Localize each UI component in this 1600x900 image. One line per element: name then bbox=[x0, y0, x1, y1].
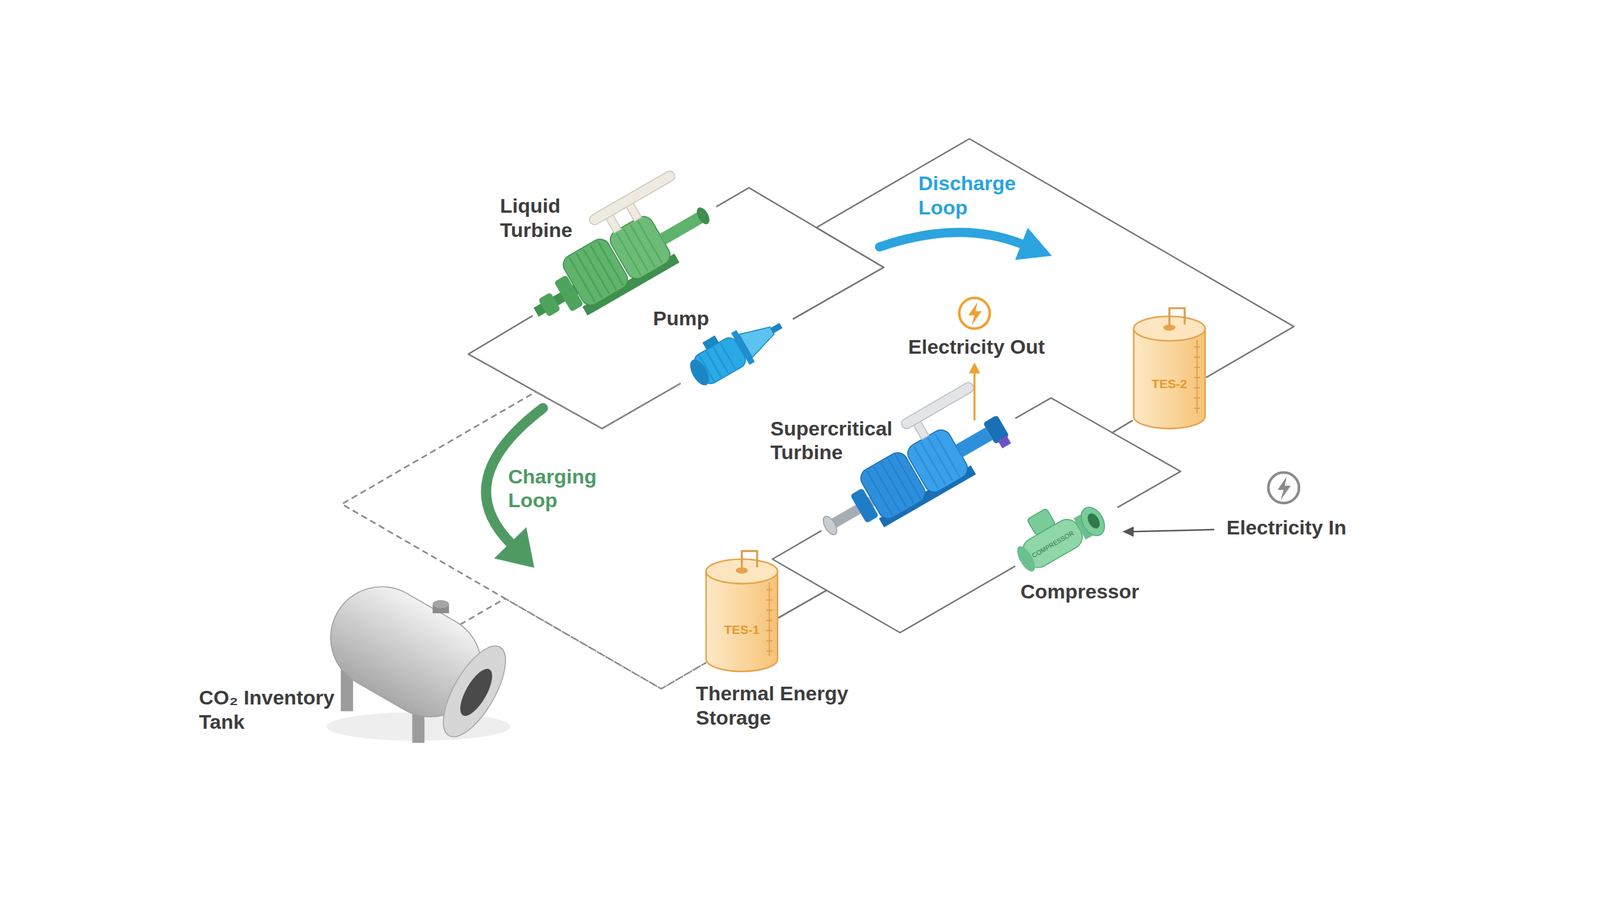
tank-opening bbox=[453, 664, 499, 721]
tank-shell bbox=[311, 568, 518, 747]
text-anchor: Thermal Energy Storage bbox=[695, 681, 857, 731]
supercritical-turbine-node: Supercritical Turbine bbox=[821, 418, 1016, 531]
discharge-arrow-shaft bbox=[879, 232, 1022, 248]
tank-end-face bbox=[431, 637, 518, 747]
liquid-turbine-node: Liquid Turbine bbox=[532, 205, 717, 318]
casing-ribs bbox=[913, 434, 960, 489]
shaft-end bbox=[820, 514, 840, 537]
header-pipe bbox=[899, 381, 976, 431]
fan-inlet bbox=[1085, 511, 1103, 531]
text-anchor: Discharge Loop bbox=[918, 171, 1016, 220]
tank-handle-pipe bbox=[741, 551, 758, 569]
tank-tag: TES-1 bbox=[724, 622, 760, 638]
lightning-bolt bbox=[968, 302, 982, 326]
pipe-connector bbox=[777, 565, 1016, 633]
motor-end bbox=[686, 356, 713, 389]
level-gauge bbox=[1194, 340, 1200, 414]
text-anchor: Compressor bbox=[1020, 579, 1139, 604]
text-anchor: Liquid Turbine bbox=[500, 193, 573, 243]
loop-label: Charging Loop bbox=[508, 464, 597, 514]
tes-tank-node: TES-1Thermal Energy Storage bbox=[706, 549, 779, 668]
co2-tank-node: CO₂ Inventory Tank bbox=[306, 624, 501, 745]
equipment-label: CO₂ Inventory Tank bbox=[199, 685, 361, 735]
text-anchor: Supercritical Turbine bbox=[770, 416, 893, 466]
tank-body bbox=[706, 571, 779, 672]
equipment-label: Supercritical Turbine bbox=[770, 416, 893, 466]
tes-tank-node: TES-2 bbox=[1132, 306, 1206, 421]
tank-tag: TES-2 bbox=[1152, 376, 1188, 392]
pipe-connector bbox=[1015, 398, 1133, 434]
pipe-connector bbox=[1112, 420, 1181, 508]
fan-housing bbox=[1076, 503, 1110, 540]
lightning-icon bbox=[1268, 472, 1299, 504]
connector-group bbox=[341, 138, 1295, 689]
equipment-label: Compressor bbox=[1020, 579, 1139, 604]
lightning-icon bbox=[959, 298, 991, 329]
equipment-label: Pump bbox=[653, 306, 709, 331]
shaft-end bbox=[693, 205, 712, 227]
tank-nozzle-top bbox=[432, 600, 450, 609]
co2-tank-illustration bbox=[311, 568, 518, 747]
equipment-label: Liquid Turbine bbox=[500, 193, 573, 243]
text-anchor: Electricity In bbox=[1226, 515, 1347, 540]
pump-cone bbox=[738, 319, 779, 358]
level-gauge bbox=[766, 582, 773, 656]
shaft bbox=[955, 427, 993, 458]
casing bbox=[904, 426, 972, 496]
pipe-connector bbox=[792, 138, 1294, 378]
text-anchor: Electricity Out bbox=[908, 334, 1046, 360]
loop-label: Discharge Loop bbox=[918, 171, 1016, 220]
discharge-arrow-head bbox=[1015, 227, 1052, 260]
nozzle bbox=[770, 322, 783, 334]
pump-node: Pump bbox=[680, 315, 793, 387]
power-label: Electricity Out bbox=[908, 334, 1046, 360]
coupling-box bbox=[997, 435, 1012, 449]
pipe-connector bbox=[716, 187, 884, 320]
lightning-bolt bbox=[1277, 476, 1291, 501]
coupling bbox=[538, 292, 561, 318]
text-anchor: Charging Loop bbox=[508, 464, 597, 514]
header-pipe bbox=[587, 169, 677, 227]
tank-handle-pipe bbox=[1169, 308, 1185, 326]
text-anchor: TES-2 bbox=[1152, 376, 1188, 392]
power-out-arrow-head bbox=[968, 362, 981, 374]
casing-ribs bbox=[616, 220, 662, 275]
text-anchor: CO₂ Inventory Tank bbox=[199, 685, 361, 735]
tank-body bbox=[1133, 328, 1206, 430]
liquid-turbine-illustration bbox=[507, 164, 722, 338]
compressor-illustration bbox=[1003, 486, 1110, 576]
power-out-arrow bbox=[973, 371, 976, 421]
power-label: Electricity In bbox=[1226, 515, 1347, 540]
power-in-arrow bbox=[1132, 529, 1215, 532]
text-anchor: TES-1 bbox=[724, 622, 760, 638]
charging-arrow-head bbox=[494, 527, 535, 568]
tes-tank-illustration bbox=[706, 551, 779, 672]
tank-body bbox=[311, 568, 500, 736]
equipment-label: Thermal Energy Storage bbox=[695, 681, 857, 731]
power-in-arrow-head bbox=[1122, 526, 1134, 537]
tes-tank-illustration bbox=[1133, 308, 1206, 429]
supercritical-turbine-illustration bbox=[798, 378, 1018, 553]
text-anchor: Pump bbox=[653, 306, 709, 331]
